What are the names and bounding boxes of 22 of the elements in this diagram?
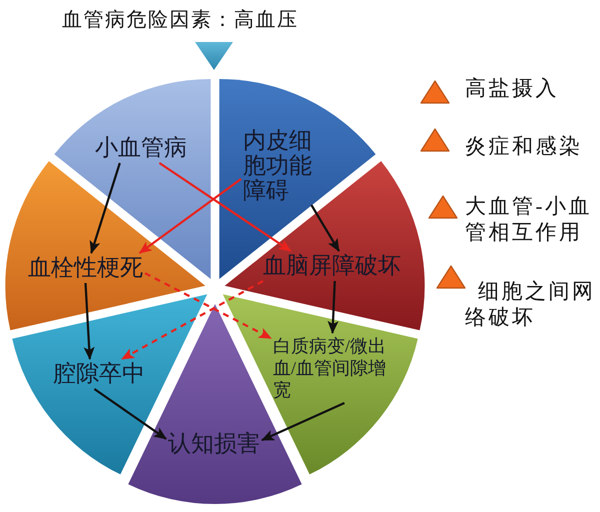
bullet-text: 细胞之间网络破坏 [465,278,596,330]
arrow [310,204,340,252]
arrow [84,282,95,360]
bullet-text: 炎症和感染 [465,133,584,159]
arrow [90,162,121,254]
sector-label: 腔隙卒中 [53,361,145,387]
dashed-arrow [144,272,272,340]
dashed-arrow [121,280,264,360]
sector-label: 血栓性梗死 [28,255,143,281]
sector-label: 小血管病 [95,135,187,161]
sector-label: 白质病变/微出血/血管间隙增宽 [273,335,392,401]
arrow [261,402,345,442]
sector-label: 认知损害 [168,431,260,457]
sector-label: 血脑屏障破坏 [263,253,401,279]
bullet-text: 大血管-小血管相互作用 [465,193,593,245]
sector-label: 内皮细胞功能障碍 [243,128,315,203]
arrow [328,280,339,334]
arrow [158,162,292,252]
bullet-text: 高盐摄入 [465,75,560,101]
title: 血管病危险因素：高血压 [62,8,298,33]
arrow [138,178,242,254]
arrow [94,388,167,440]
